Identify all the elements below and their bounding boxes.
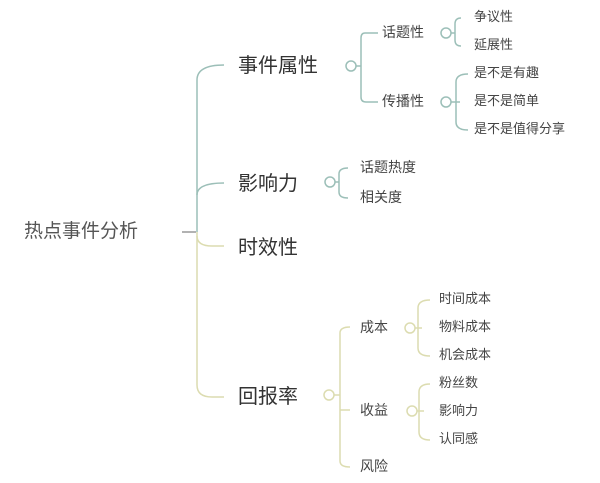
branch-return-rate[interactable]: 回报率 <box>238 384 298 408</box>
branch-timeliness[interactable]: 时效性 <box>238 235 298 259</box>
node-material-cost[interactable]: 物料成本 <box>439 320 492 335</box>
node-controversial[interactable]: 争议性 <box>474 10 514 25</box>
node-opportunity-cost[interactable]: 机会成本 <box>439 348 492 363</box>
node-risk[interactable]: 风险 <box>360 459 388 475</box>
branch-influence[interactable]: 影响力 <box>238 171 298 195</box>
node-recognition[interactable]: 认同感 <box>439 432 479 447</box>
node-cost[interactable]: 成本 <box>360 320 388 336</box>
node-relevance[interactable]: 相关度 <box>360 190 402 206</box>
node-is-simple[interactable]: 是不是简单 <box>474 94 540 109</box>
node-is-fun[interactable]: 是不是有趣 <box>474 66 540 81</box>
node-spreadability[interactable]: 传播性 <box>382 94 424 110</box>
node-topic-heat[interactable]: 话题热度 <box>360 160 416 176</box>
root-node[interactable]: 热点事件分析 <box>24 220 139 242</box>
node-time-cost[interactable]: 时间成本 <box>439 292 492 307</box>
node-worth-sharing[interactable]: 是不是值得分享 <box>474 122 566 137</box>
node-influence-benefit[interactable]: 影响力 <box>439 404 479 419</box>
node-benefit[interactable]: 收益 <box>360 403 388 419</box>
branch-event-attributes[interactable]: 事件属性 <box>238 53 318 77</box>
node-topicality[interactable]: 话题性 <box>382 25 424 41</box>
node-followers[interactable]: 粉丝数 <box>439 376 479 391</box>
node-extensible[interactable]: 延展性 <box>474 38 514 53</box>
